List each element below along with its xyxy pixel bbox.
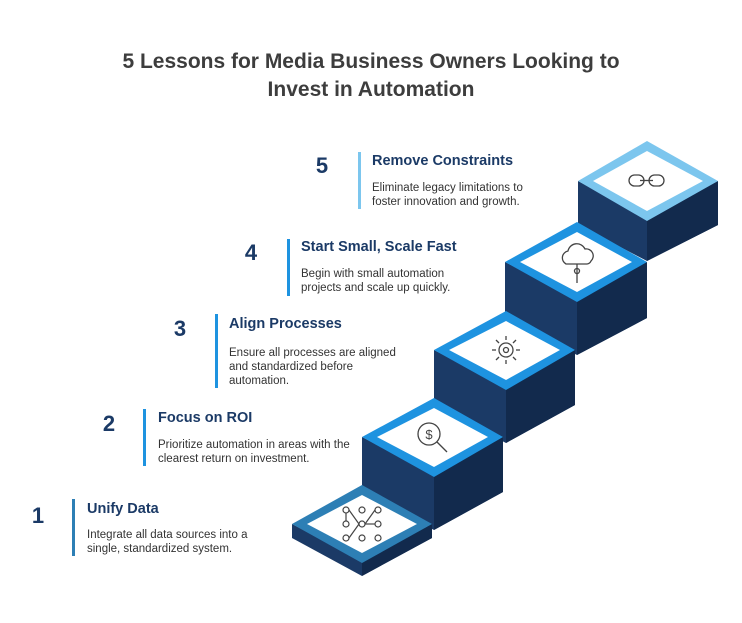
title-line-2: Invest in Automation bbox=[267, 78, 475, 101]
lesson-2-title: Focus on ROI bbox=[158, 410, 253, 426]
lesson-5-accent-bar bbox=[358, 152, 361, 209]
lesson-3-number: 3 bbox=[173, 316, 187, 341]
cloud-idea-icon bbox=[561, 243, 594, 283]
lesson-2-accent-bar bbox=[143, 409, 146, 466]
svg-text:$: $ bbox=[425, 427, 433, 442]
lesson-1-title: Unify Data bbox=[87, 501, 159, 517]
title-line-1: 5 Lessons for Media Business Owners Look… bbox=[122, 50, 620, 73]
network-nodes-icon bbox=[342, 506, 382, 542]
lesson-3-accent-bar bbox=[215, 314, 218, 388]
page-title: 5 Lessons for Media Business Owners Look… bbox=[0, 48, 742, 104]
lesson-1-number: 1 bbox=[31, 503, 45, 528]
lesson-4-description: Begin with small automation projects and… bbox=[301, 268, 451, 294]
lesson-4-accent-bar bbox=[287, 239, 290, 296]
step-2-block bbox=[362, 398, 503, 530]
lesson-1-accent-bar bbox=[72, 499, 75, 556]
link-icon bbox=[628, 174, 665, 187]
lesson-1-description: Integrate all data sources into a single… bbox=[87, 529, 248, 555]
lesson-5-number: 5 bbox=[315, 153, 329, 178]
lesson-5-title: Remove Constraints bbox=[372, 153, 514, 169]
sun-gear-icon bbox=[492, 336, 520, 364]
lesson-5-description: Eliminate legacy limitations to foster i… bbox=[372, 182, 523, 208]
lesson-4-number: 4 bbox=[244, 240, 258, 265]
lesson-3-description: Ensure all processes are aligned and sta… bbox=[229, 347, 396, 387]
lesson-4-title: Start Small, Scale Fast bbox=[301, 239, 457, 255]
dollar-search-icon: $ bbox=[417, 422, 448, 453]
lesson-3-title: Align Processes bbox=[229, 316, 342, 332]
lesson-2-description: Prioritize automation in areas with the … bbox=[158, 439, 350, 465]
lesson-2-number: 2 bbox=[102, 411, 116, 436]
step-1-block bbox=[292, 485, 432, 576]
